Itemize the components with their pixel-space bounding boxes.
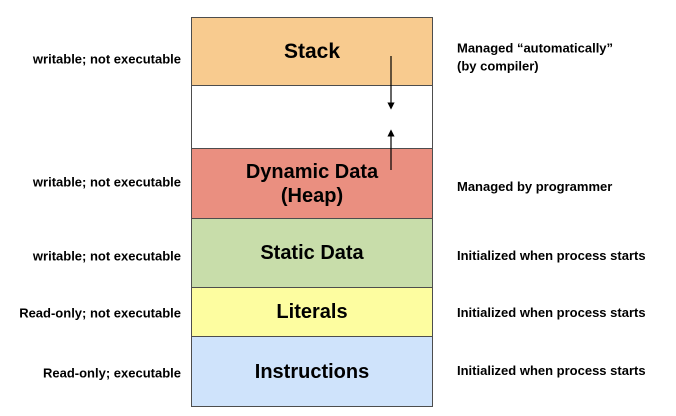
stack-segment-label: Stack <box>283 39 341 63</box>
instructions-segment-label: Instructions <box>254 360 370 383</box>
memory-layout-diagram: Stack Dynamic Data (Heap) Static Data Li… <box>191 17 433 407</box>
literals-segment: Literals <box>191 287 433 337</box>
static-data-segment-label: Static Data <box>260 242 364 264</box>
heap-permission-label: writable; not executable <box>32 174 181 190</box>
heap-segment: Dynamic Data (Heap) <box>191 148 433 219</box>
stack-permission-label: writable; not executable <box>32 51 181 67</box>
free-space-segment <box>191 85 433 149</box>
instructions-management-label: Initialized when process starts <box>457 363 646 379</box>
heap-segment-text: Dynamic Data (Heap) <box>246 160 378 208</box>
instructions-permission-label: Read-only; executable <box>43 365 181 381</box>
instructions-segment: Instructions <box>191 336 433 407</box>
heap-management-label: Managed by programmer <box>457 179 613 195</box>
literals-permission-label: Read-only; not executable <box>19 305 181 321</box>
heap-segment-label-line2: (Heap) <box>280 184 344 207</box>
heap-segment-label-line1: Dynamic Data <box>245 160 379 183</box>
static-management-label: Initialized when process starts <box>457 248 646 264</box>
stack-management-line2: (by compiler) <box>457 58 539 73</box>
stack-segment: Stack <box>191 17 433 86</box>
literals-segment-label: Literals <box>276 301 348 323</box>
static-data-segment: Static Data <box>191 218 433 288</box>
static-permission-label: writable; not executable <box>32 248 181 264</box>
literals-management-label: Initialized when process starts <box>457 305 646 321</box>
stack-management-label: Managed “automatically” (by compiler) <box>457 39 613 74</box>
stack-management-line1: Managed “automatically” <box>457 40 614 56</box>
